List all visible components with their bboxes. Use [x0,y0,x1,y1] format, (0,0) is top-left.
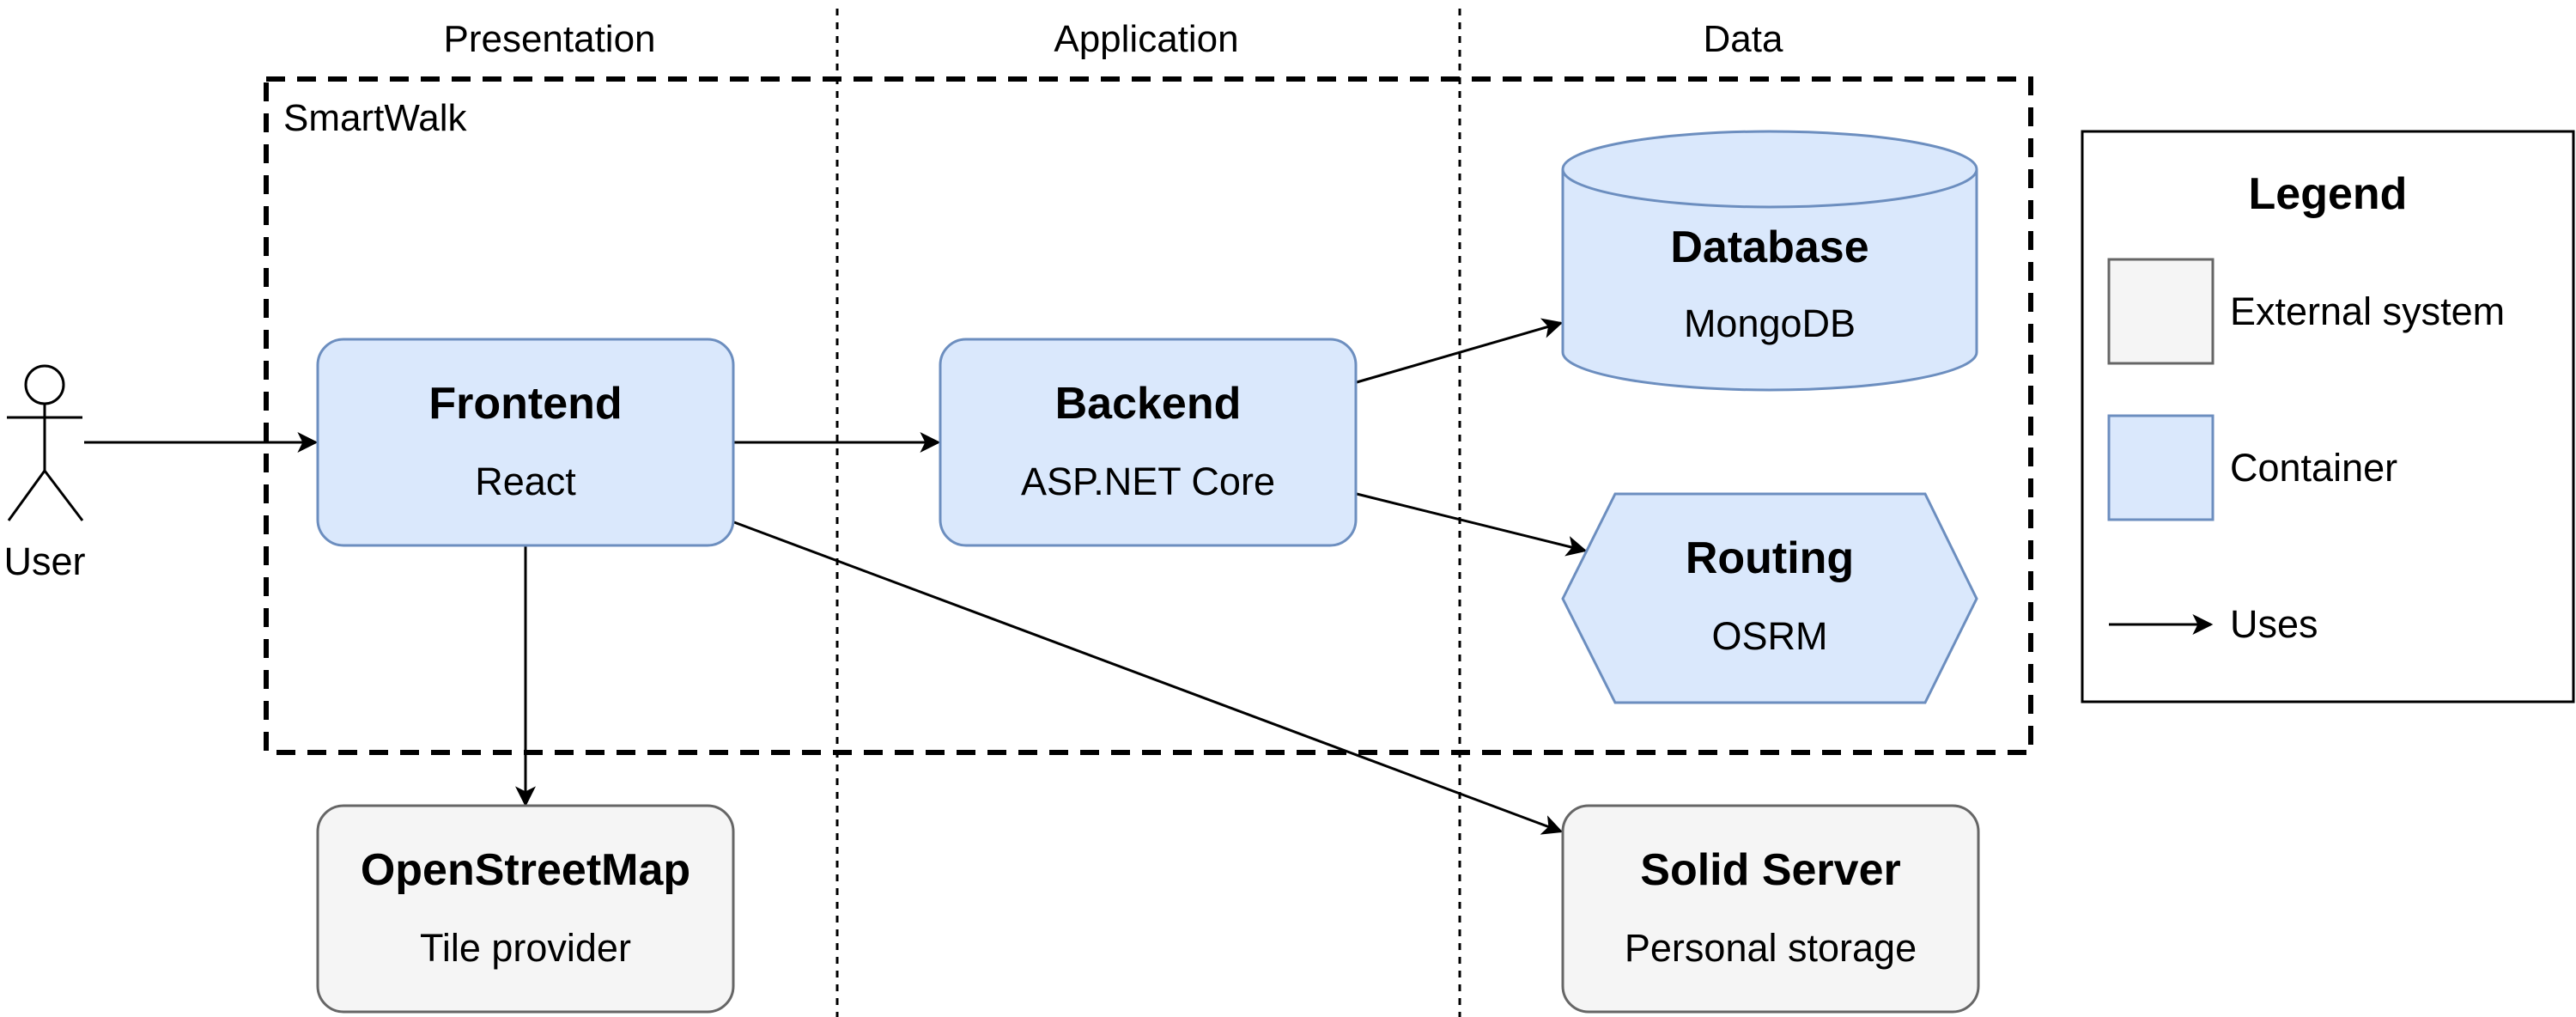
node-openstreetmap-box [316,804,735,1014]
node-routing-hexagon [1561,492,1978,704]
edge-backend-database [1356,318,1564,384]
node-openstreetmap: OpenStreetMap Tile provider [316,804,735,1014]
actor-user-label: User [3,539,85,583]
node-routing-title: Routing [1686,533,1854,583]
legend-title: Legend [2249,169,2408,219]
node-database-top [1561,130,1978,209]
node-openstreetmap-title: OpenStreetMap [361,845,690,895]
node-backend-title: Backend [1055,379,1242,429]
node-frontend-subtitle: React [475,460,576,503]
node-frontend: Frontend React [316,338,735,547]
system-boundary [264,76,2033,755]
node-database-subtitle: MongoDB [1684,301,1856,345]
node-database-title: Database [1670,222,1868,272]
node-backend-subtitle: ASP.NET Core [1021,460,1275,503]
node-routing: Routing OSRM [1561,492,1978,704]
legend-label-container: Container [2230,446,2397,490]
node-solid-server-title: Solid Server [1640,845,1900,895]
user-icon-leg-right [43,470,84,521]
user-icon-leg-left [7,470,46,521]
edges [84,318,1588,835]
legend-label-external: External system [2230,289,2505,333]
user-icon-head [24,364,65,405]
node-backend: Backend ASP.NET Core [939,338,1358,547]
layer-label-presentation: Presentation [443,18,655,60]
layer-label-data: Data [1704,18,1783,60]
node-backend-box [939,338,1358,547]
node-frontend-box [316,338,735,547]
node-frontend-title: Frontend [428,379,622,429]
legend-label-uses: Uses [2230,602,2318,646]
layer-label-application: Application [1054,18,1238,60]
node-solid-server-subtitle: Personal storage [1625,926,1917,970]
node-solid-server: Solid Server Personal storage [1561,804,1980,1014]
node-solid-server-box [1561,804,1980,1014]
node-database: Database MongoDB [1561,130,1978,392]
node-openstreetmap-subtitle: Tile provider [420,926,631,970]
node-database-body [1561,169,1978,392]
legend-swatch-container [2107,414,2215,521]
actor-user [7,364,84,521]
edge-backend-routing [1356,492,1588,557]
system-boundary-label: SmartWalk [283,97,467,139]
node-routing-subtitle: OSRM [1712,614,1828,658]
legend: Legend External system Container Uses [2081,130,2575,703]
edge-frontend-solid-server [733,521,1564,835]
legend-swatch-external [2107,258,2215,365]
